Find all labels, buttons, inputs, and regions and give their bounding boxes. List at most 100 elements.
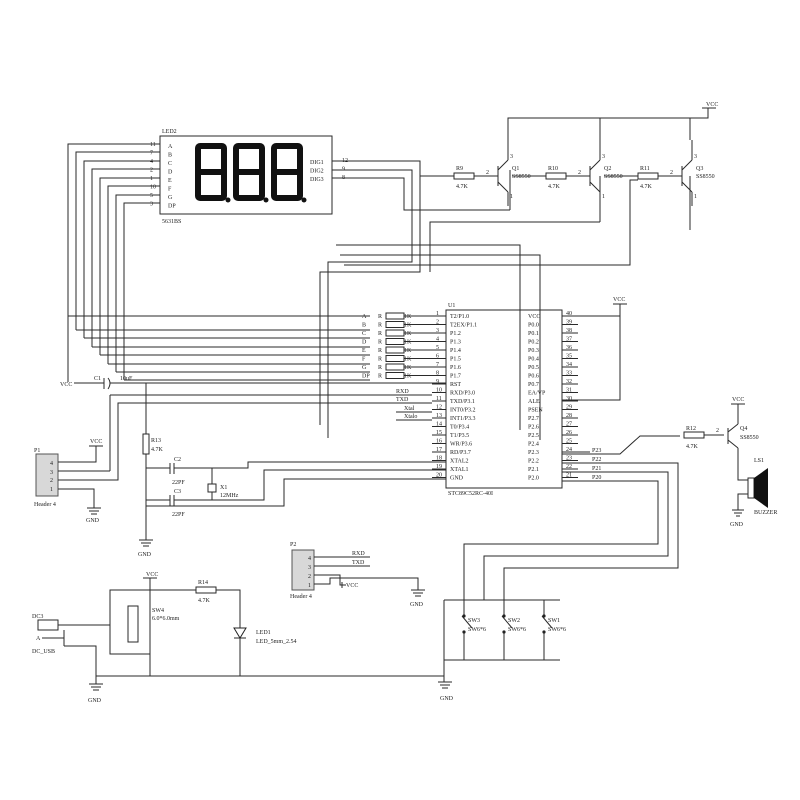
segment-label-f: F [168, 187, 172, 193]
segment-label-g: G [168, 195, 173, 201]
mcu-pin-name-13: INT1/P3.3 [450, 416, 476, 422]
resarray-val-2: 1K [404, 323, 412, 329]
mcu-pin-num-6: 6 [436, 354, 439, 360]
q-part-2: SS8550 [604, 174, 623, 180]
r13-body [142, 433, 150, 455]
digit-label-3: DIG3 [310, 177, 324, 183]
mcu-pin-num-34: 34 [566, 362, 572, 368]
net-rxd: RXD [396, 389, 409, 395]
q-pin-bot-3: 1 [694, 194, 697, 200]
vcc-label-c1: VCC [60, 382, 72, 388]
c1-value: 10uF [120, 376, 133, 382]
r12-ref: R12 [686, 426, 696, 432]
mcu-pin-name-18: XTAL2 [450, 459, 469, 465]
mcu-pin-num-7: 7 [436, 362, 439, 368]
mcu-pin-num-32: 32 [566, 379, 572, 385]
switch-part-2: SW6*6 [508, 627, 526, 633]
resarray-val-6: 1K [404, 357, 412, 363]
mcu-pin-name-36: P0.3 [528, 348, 539, 354]
segment-pin-e: 1 [150, 176, 153, 182]
q-pin-bot-1: 1 [510, 194, 513, 200]
driver-vcc-rail: VCC [507, 102, 718, 140]
res-ref-r9: R9 [456, 166, 463, 172]
c2-ref: C2 [174, 457, 181, 463]
vcc-label-p1: VCC [90, 439, 102, 445]
mcu-pin-num-29: 29 [566, 405, 572, 411]
resarray-val-8: 1K [404, 374, 412, 380]
resarray-ref-2: R [378, 323, 382, 329]
q-part-3: SS8550 [696, 174, 715, 180]
resarray-val-1: 1K [404, 314, 412, 320]
p2-body [291, 549, 315, 591]
res-val-r9: 4.7K [456, 184, 469, 190]
segment-pin-dp: 3 [150, 202, 153, 208]
net-xtal: Xtal [404, 406, 415, 412]
mcu-pin-name-25: P2.4 [528, 442, 539, 448]
r12-value: 4.7K [686, 444, 699, 450]
mcu-pin-num-19: 19 [436, 464, 442, 470]
net-xtalo: Xtalo [404, 414, 417, 420]
gnd-label-mcu: GND [138, 552, 152, 558]
q-pin-top-3: 3 [694, 154, 697, 160]
vcc-label-sw4: VCC [146, 572, 158, 578]
gnd-label-p1: GND [86, 518, 100, 524]
mcu-pin-name-20: GND [450, 476, 464, 482]
port2-wires: P23 P22 P21 P20 [463, 435, 680, 600]
segment-label-d: D [168, 170, 173, 176]
p1-pin-1: 1 [50, 487, 53, 493]
resarray-val-3: 1K [404, 331, 412, 337]
p2-net-rxd: RXD [352, 551, 365, 557]
resarray-body-2 [385, 321, 405, 328]
led-display-ref: LED2 [162, 129, 177, 135]
switch-ref-1: SW3 [468, 618, 480, 624]
q4-part: SS8550 [740, 435, 759, 441]
mcu-body [445, 309, 563, 489]
header-p1: P1 4 3 2 1 Header 4 VCC GND [34, 394, 384, 524]
c2-value: 22PF [172, 480, 185, 486]
net-p22: P22 [592, 457, 601, 463]
mcu-pin-name-16: WR/P3.6 [450, 442, 472, 448]
mcu-pin-num-18: 18 [436, 456, 442, 462]
p2-pin-2: 2 [308, 574, 311, 580]
p1-pin-4: 4 [50, 461, 53, 467]
buzzer-ref: LS1 [754, 458, 764, 464]
mcu-pin-name-24: P2.3 [528, 450, 539, 456]
resarray-body-6 [385, 355, 405, 362]
resarray-ref-8: R [378, 374, 382, 380]
mcu-pin-name-7: P1.6 [450, 365, 461, 371]
digit-drive-wires [319, 160, 691, 440]
mcu-pin-num-4: 4 [436, 337, 439, 343]
p1-ref: P1 [34, 448, 40, 454]
mcu-pin-name-34: P0.5 [528, 365, 539, 371]
mcu-pin-name-31: EA/VP [528, 391, 546, 397]
led1-icon [233, 627, 247, 639]
resarray-label-d: D [362, 340, 367, 346]
segment-label-e: E [168, 178, 172, 184]
res-r10 [545, 172, 567, 180]
c1-ref: C1 [94, 376, 101, 382]
switch-part-1: SW6*6 [468, 627, 486, 633]
mcu-pin-num-12: 12 [436, 405, 442, 411]
mcu-pin-name-2: T2EX/P1.1 [450, 323, 477, 329]
p2-pin-3: 3 [308, 565, 311, 571]
c3-ref: C3 [174, 489, 181, 495]
resarray-label-c: C [362, 331, 366, 337]
net-p23: P23 [592, 448, 601, 454]
mcu-pin-name-29: PSEN [528, 408, 543, 414]
mcu-pin-num-14: 14 [436, 422, 442, 428]
q-ref-3: Q3 [696, 166, 703, 172]
mcu-pin-num-35: 35 [566, 354, 572, 360]
digit-label-2: DIG2 [310, 169, 324, 175]
p2-pin-1: 1 [308, 583, 311, 589]
r14-value: 4.7K [198, 598, 211, 604]
p2-name: Header 4 [290, 594, 312, 600]
gnd-label-power: GND [88, 698, 102, 704]
p1-pin-2: 2 [50, 478, 53, 484]
